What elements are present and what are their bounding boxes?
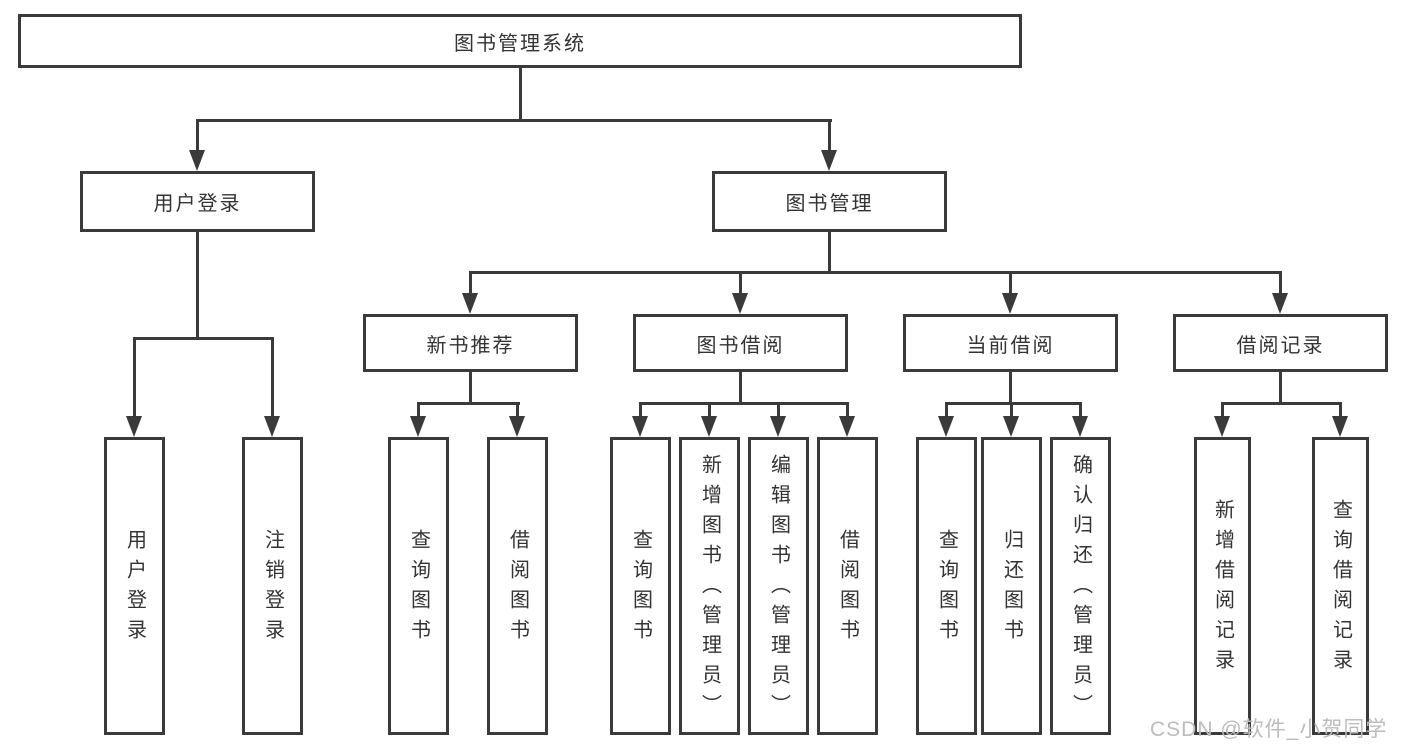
node-book-management: 图书管理 <box>712 171 947 232</box>
arrow-down-icon <box>1072 416 1088 437</box>
connector-line <box>708 402 711 418</box>
connector-line <box>639 402 849 405</box>
arrow-down-icon <box>632 416 648 437</box>
arrow-down-icon <box>732 293 748 314</box>
leaf-user-login: 用户登录 <box>104 437 165 735</box>
connector-line <box>1010 402 1013 418</box>
connector-line <box>519 68 522 122</box>
arrow-down-icon <box>264 416 280 437</box>
connector-line <box>516 402 519 418</box>
connector-line <box>828 119 831 153</box>
connector-line <box>196 119 199 153</box>
connector-line <box>417 402 420 418</box>
node-new-book-recommend: 新书推荐 <box>363 314 578 372</box>
node-user-login: 用户登录 <box>80 171 315 232</box>
connector-line <box>469 372 472 405</box>
connector-line <box>846 402 849 418</box>
leaf-current-confirm-admin: 确认归还（管理员） <box>1050 437 1111 735</box>
arrow-down-icon <box>1214 416 1230 437</box>
arrow-down-icon <box>1003 416 1019 437</box>
connector-line <box>1221 402 1342 405</box>
connector-line <box>133 337 274 340</box>
connector-line <box>469 271 472 295</box>
connector-line <box>945 402 948 418</box>
arrow-down-icon <box>821 150 837 171</box>
connector-line <box>1221 402 1224 418</box>
leaf-records-query: 查询借阅记录 <box>1312 437 1369 735</box>
connector-line <box>196 232 199 340</box>
arrow-down-icon <box>1332 416 1348 437</box>
connector-line <box>639 402 642 418</box>
node-root: 图书管理系统 <box>18 14 1022 68</box>
leaf-current-return: 归还图书 <box>981 437 1042 735</box>
connector-line <box>1279 271 1282 295</box>
arrow-down-icon <box>410 416 426 437</box>
leaf-borrow-add-admin: 新增图书（管理员） <box>679 437 740 735</box>
connector-line <box>469 271 1282 274</box>
connector-line <box>196 119 832 122</box>
node-book-borrow: 图书借阅 <box>633 314 848 372</box>
connector-line <box>1339 402 1342 418</box>
leaf-borrow-borrow: 借阅图书 <box>817 437 878 735</box>
connector-line <box>945 402 1082 405</box>
arrow-down-icon <box>1272 293 1288 314</box>
connector-line <box>739 372 742 405</box>
arrow-down-icon <box>701 416 717 437</box>
connector-line <box>739 271 742 295</box>
connector-line <box>828 232 831 274</box>
arrow-down-icon <box>462 293 478 314</box>
leaf-borrow-query: 查询图书 <box>610 437 671 735</box>
connector-line <box>271 337 274 418</box>
node-borrow-records: 借阅记录 <box>1173 314 1388 372</box>
leaf-newbooks-borrow: 借阅图书 <box>487 437 548 735</box>
leaf-current-query: 查询图书 <box>916 437 977 735</box>
arrow-down-icon <box>839 416 855 437</box>
connector-line <box>777 402 780 418</box>
arrow-down-icon <box>938 416 954 437</box>
connector-line <box>1079 402 1082 418</box>
connector-line <box>417 402 520 405</box>
node-current-borrow: 当前借阅 <box>903 314 1118 372</box>
leaf-newbooks-query: 查询图书 <box>388 437 449 735</box>
arrow-down-icon <box>1002 293 1018 314</box>
connector-line <box>1009 372 1012 405</box>
arrow-down-icon <box>770 416 786 437</box>
watermark: CSDN @软件_小贺同学 <box>1150 718 1388 741</box>
leaf-records-add: 新增借阅记录 <box>1194 437 1251 735</box>
arrow-down-icon <box>189 150 205 171</box>
connector-line <box>133 337 136 418</box>
connector-line <box>1009 271 1012 295</box>
leaf-borrow-edit-admin: 编辑图书（管理员） <box>748 437 809 735</box>
arrow-down-icon <box>509 416 525 437</box>
connector-line <box>1279 372 1282 405</box>
leaf-logout: 注销登录 <box>242 437 303 735</box>
arrow-down-icon <box>126 416 142 437</box>
